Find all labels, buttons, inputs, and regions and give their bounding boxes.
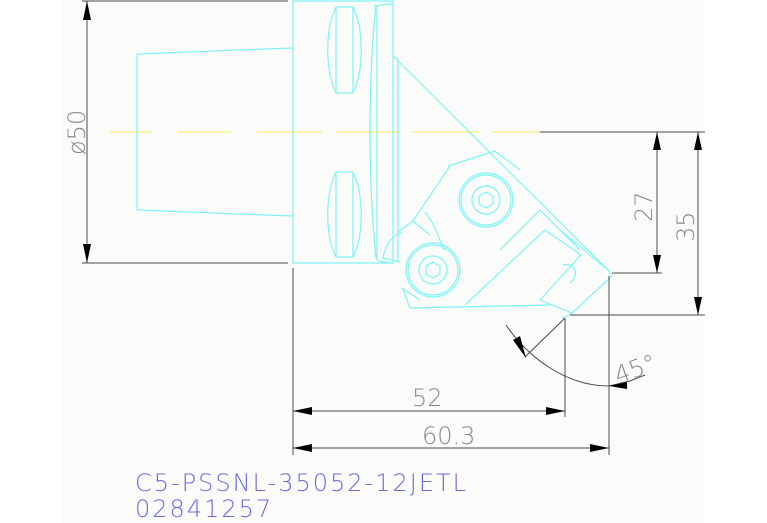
tool-outline [136, 0, 613, 319]
article-number: 02841257 [135, 495, 274, 523]
dim-angle-45: 45° [610, 349, 660, 390]
part-number: C5-PSSNL-35052-12JETL [135, 469, 469, 497]
dimension-arrows [83, 1, 702, 452]
dim-60-3: 60.3 [422, 422, 475, 450]
dim-35: 35 [672, 211, 700, 242]
dim-52: 52 [412, 384, 443, 412]
dimension-labels: ø50 27 35 52 60.3 45° [63, 110, 700, 450]
dimension-lines [82, 0, 705, 455]
dim-27: 27 [630, 191, 658, 222]
dim-diameter-50: ø50 [63, 110, 91, 155]
